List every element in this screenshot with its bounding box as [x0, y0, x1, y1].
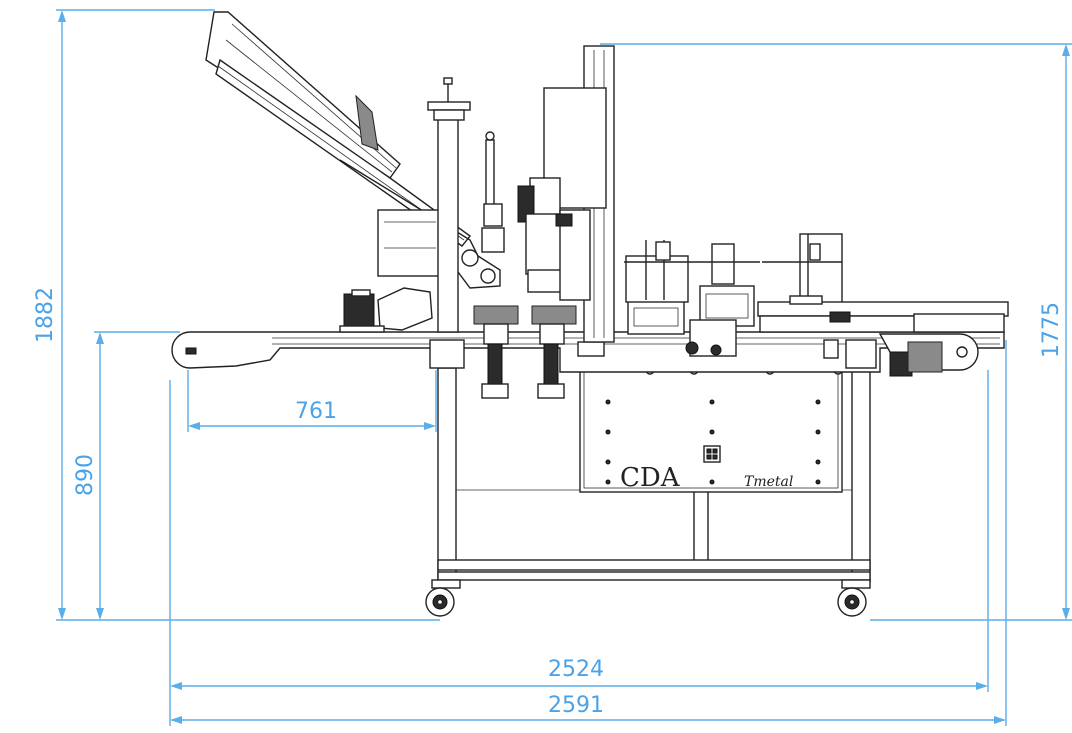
dimension-infeed-length: 761	[187, 370, 437, 432]
dimension-width-outer-label: 2591	[548, 693, 604, 718]
dimension-width-outer: 2591	[170, 340, 1007, 726]
dimension-table-height-label: 890	[73, 454, 98, 496]
labeling-head-right	[531, 305, 577, 399]
dimension-width-inner: 2524	[169, 370, 989, 726]
outfeed-station	[757, 233, 1009, 333]
dimension-total-height: 1882	[33, 9, 440, 621]
hopper-support	[377, 77, 471, 333]
motor-unit	[339, 287, 433, 333]
control-panel: CDA Tmetal	[579, 359, 843, 493]
dimension-total-height-label: 1882	[33, 287, 58, 343]
conveyor	[171, 331, 1005, 377]
dimension-table-height: 890	[73, 331, 180, 620]
caster-wheel-right	[837, 579, 871, 617]
dimension-infeed-length-label: 761	[295, 399, 337, 424]
brand-logo-cda: CDA	[620, 463, 681, 493]
applicator-station	[624, 240, 760, 357]
labeler-column	[517, 45, 615, 343]
caster-wheel-left	[425, 579, 461, 617]
dimension-width-inner-label: 2524	[548, 657, 604, 682]
labeling-head-left	[473, 131, 519, 399]
dimension-right-height: 1775	[600, 43, 1072, 621]
dimension-right-height-label: 1775	[1039, 302, 1064, 358]
brand-logo-tmetal: Tmetal	[744, 474, 793, 490]
